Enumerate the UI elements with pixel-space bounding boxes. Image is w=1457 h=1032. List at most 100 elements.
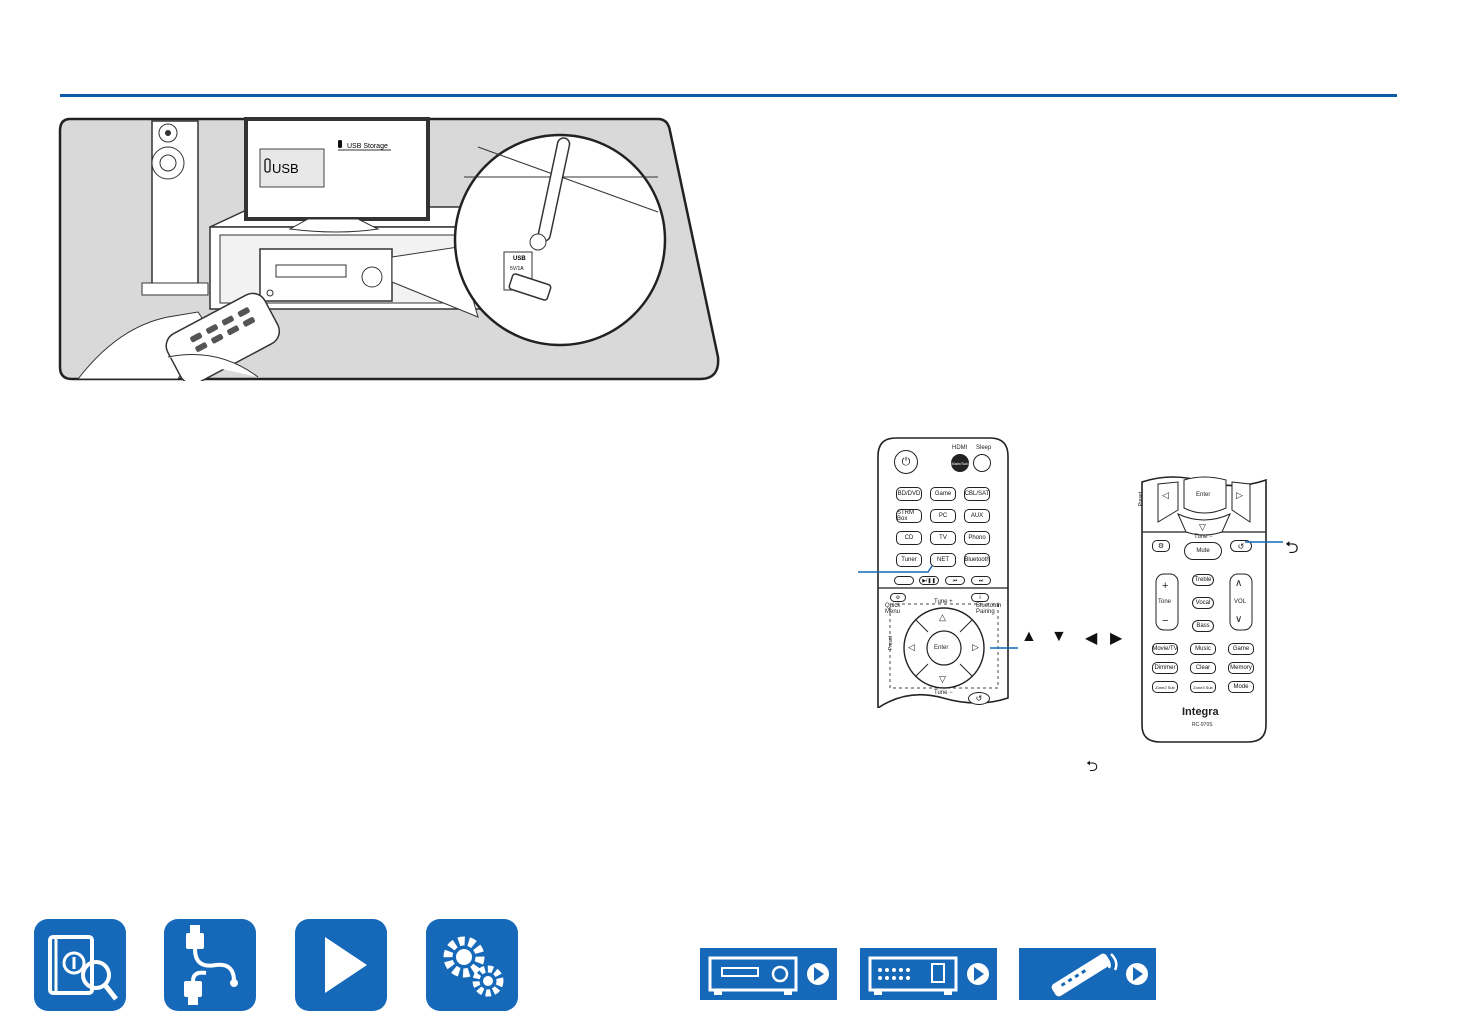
music-button[interactable]: Music: [1190, 643, 1216, 655]
volume-up-icon[interactable]: ∧: [1235, 578, 1243, 589]
nav-setup-button[interactable]: [426, 919, 518, 1011]
nav-connections-button[interactable]: [164, 919, 256, 1011]
input-phono-button[interactable]: Phono: [964, 531, 990, 545]
manual-book-icon: [48, 935, 118, 1001]
usb-port-sublabel: 5V/1A: [510, 266, 524, 272]
input-cbl-sat-button[interactable]: CBL/SAT: [964, 487, 990, 501]
left-arrow-symbol: ◀: [1085, 630, 1098, 647]
settings-gears-icon: [443, 936, 504, 997]
left-arrow-icon[interactable]: ◁: [908, 642, 915, 652]
front-panel-icon: [708, 956, 829, 995]
right-arrow-symbol: ▶: [1110, 630, 1123, 647]
previous-button[interactable]: ⏮: [945, 576, 965, 585]
usb-connection-illustration: USB USB Storage USB 5V/1A: [58, 117, 720, 381]
return-symbol: ⮌: [1285, 538, 1299, 557]
usb-port-label: USB: [513, 256, 526, 262]
tone-plus-icon[interactable]: +: [1162, 580, 1169, 592]
sleep-label: Sleep: [976, 445, 992, 451]
vocal-button[interactable]: Vocal: [1192, 597, 1214, 609]
power-button[interactable]: ⏻: [894, 450, 918, 474]
volume-down-icon[interactable]: ∨: [1235, 614, 1243, 625]
enter-label[interactable]: Enter: [934, 645, 949, 651]
input-aux-button[interactable]: AUX: [964, 509, 990, 523]
caption-return-symbol: ⮌: [1086, 758, 1099, 775]
input-tv-button[interactable]: TV: [930, 531, 956, 545]
right-arrow-icon[interactable]: ▷: [972, 642, 979, 652]
return-button[interactable]: ↺: [968, 692, 990, 705]
input-tuner-button[interactable]: Tuner: [896, 553, 922, 567]
preset-label: Preset: [1138, 491, 1145, 507]
input-net-button[interactable]: NET: [930, 553, 956, 567]
remote-control-bottom: Enter ◁ ▷ ▽ Preset Tune − ⚙ Mute ↺ + Ton…: [1138, 470, 1270, 745]
return-callout-line: [1245, 541, 1283, 543]
input-cd-button[interactable]: CD: [896, 531, 922, 545]
tone-label: Tone: [1158, 599, 1172, 605]
net-callout-line: [858, 565, 933, 573]
memory-button[interactable]: Memory: [1228, 662, 1254, 674]
input-pc-button[interactable]: PC: [930, 509, 956, 523]
transport-button-1[interactable]: [894, 576, 914, 585]
usb-stick-icon: [264, 158, 271, 173]
down-arrow-icon[interactable]: ▽: [939, 674, 946, 684]
nav-contents-button[interactable]: [34, 919, 126, 1011]
input-strm-box-button[interactable]: STRM Box: [896, 509, 922, 523]
bass-button[interactable]: Bass: [1192, 620, 1214, 632]
main-sub-button[interactable]: Main/Sub: [951, 454, 969, 472]
nav-playback-button[interactable]: [295, 919, 387, 1011]
bluetooth-pairing-label: Bluetooth Pairing: [976, 603, 1002, 615]
tune-minus-label: Tune −: [1194, 534, 1213, 540]
quick-menu-button[interactable]: ⚙: [890, 593, 906, 602]
mute-button[interactable]: Mute: [1184, 542, 1222, 560]
tv-menu-label: USB Storage: [347, 143, 388, 150]
next-button[interactable]: ⏭: [971, 576, 991, 585]
rear-panel-icon: [868, 956, 989, 995]
info-button[interactable]: i: [971, 593, 989, 602]
tune-plus-label: Tune +: [934, 599, 953, 605]
tone-minus-icon[interactable]: −: [1162, 615, 1169, 627]
input-bd-dvd-button[interactable]: BD/DVD: [896, 487, 922, 501]
left-arrow-icon[interactable]: ◁: [1162, 490, 1169, 500]
input-bluetooth-button[interactable]: Bluetooth: [964, 553, 990, 567]
preset-label: Preset: [888, 635, 895, 651]
setup-button[interactable]: ⚙: [1152, 540, 1170, 552]
usb-stick-icon: [508, 273, 552, 301]
down-arrow-icon[interactable]: ▽: [1199, 522, 1206, 532]
clear-button[interactable]: Clear: [1190, 662, 1216, 674]
volume-label: VOL: [1234, 599, 1247, 605]
tv-source-label: USB: [272, 161, 299, 176]
tune-minus-label: Tune −: [934, 690, 953, 696]
zone3-button[interactable]: Zone3 Sub: [1190, 681, 1216, 693]
input-game-button[interactable]: Game: [930, 487, 956, 501]
zoom-callout: [453, 133, 667, 347]
down-arrow-symbol: ▼: [1051, 628, 1067, 645]
up-arrow-icon[interactable]: △: [939, 612, 946, 622]
up-arrow-symbol: ▲: [1021, 628, 1037, 645]
movie-tv-button[interactable]: Movie/TV: [1152, 643, 1178, 655]
play-pause-button[interactable]: ▶/❚❚: [919, 576, 939, 585]
remote-control-icon: [1051, 953, 1148, 997]
cable-connection-icon: [184, 925, 238, 1005]
front-panel-button[interactable]: [700, 948, 837, 1000]
enter-label[interactable]: Enter: [1196, 492, 1211, 498]
game-mode-button[interactable]: Game: [1228, 643, 1254, 655]
model-label: RC-970S: [1192, 722, 1213, 728]
remote-control-top: ⏻ HDMI Sleep Main/Sub BD/DVD Game CBL/SA…: [868, 436, 1018, 708]
speaker-icon: [141, 120, 209, 296]
right-arrow-icon[interactable]: ▷: [1236, 490, 1243, 500]
sleep-button[interactable]: [973, 454, 991, 472]
dimmer-button[interactable]: Dimmer: [1152, 662, 1178, 674]
zone2-button[interactable]: Zone2 Sub: [1152, 681, 1178, 693]
play-icon: [325, 937, 367, 993]
return-button[interactable]: ↺: [1230, 540, 1252, 552]
brand-logo: Integra: [1182, 706, 1219, 718]
remote-control-button[interactable]: [1019, 948, 1156, 1000]
cursor-callout-line: [990, 647, 1018, 649]
treble-button[interactable]: Treble: [1192, 574, 1214, 586]
remote-in-hand-icon: [76, 292, 281, 381]
rear-panel-button[interactable]: [860, 948, 997, 1000]
hdmi-label: HDMI: [952, 445, 968, 451]
mode-button[interactable]: Mode: [1228, 681, 1254, 693]
av-receiver-icon: [259, 248, 393, 302]
header-rule: [60, 94, 1397, 97]
quick-menu-label: Quick Menu: [885, 603, 901, 615]
